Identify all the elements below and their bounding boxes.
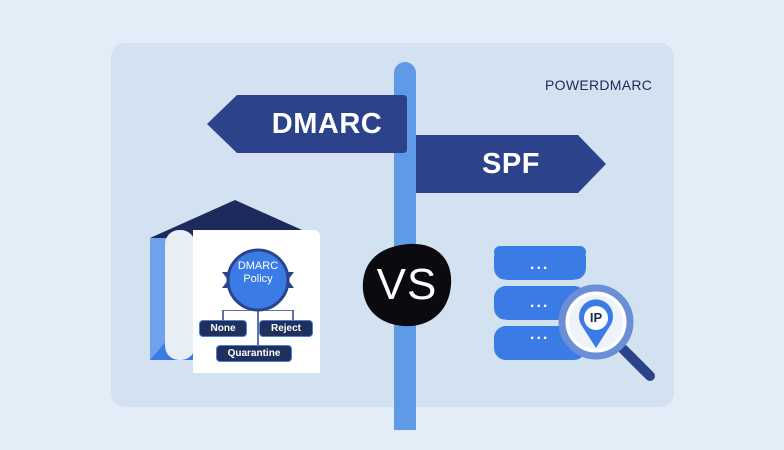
versus-label: VS [376, 260, 438, 309]
database-dots-3: ... [530, 326, 550, 343]
dmarc-sign-label: DMARC [271, 107, 383, 140]
database-illustration: ... ... ... IP [490, 240, 660, 385]
policy-option-quarantine: Quarantine [216, 345, 292, 362]
ip-pin-label: IP [589, 310, 603, 325]
versus-badge: VS [359, 240, 455, 330]
database-dots-2: ... [530, 294, 550, 311]
database-dots-1: ... [530, 256, 550, 273]
policy-title-line2: Policy [243, 273, 273, 285]
policy-tree-lines [222, 310, 294, 346]
policy-title-line1: DMARC [237, 260, 279, 272]
spf-sign-label: SPF [482, 147, 540, 180]
policy-option-reject: Reject [259, 320, 313, 337]
dmarc-sign: DMARC [207, 95, 407, 153]
spf-sign: SPF [416, 135, 606, 193]
policy-badge [222, 244, 294, 316]
policy-badge-text: DMARC Policy [222, 260, 294, 286]
powerdmarc-logo: POWERDMARC [545, 77, 653, 93]
envelope-illustration [145, 200, 325, 380]
policy-option-none: None [199, 320, 247, 337]
